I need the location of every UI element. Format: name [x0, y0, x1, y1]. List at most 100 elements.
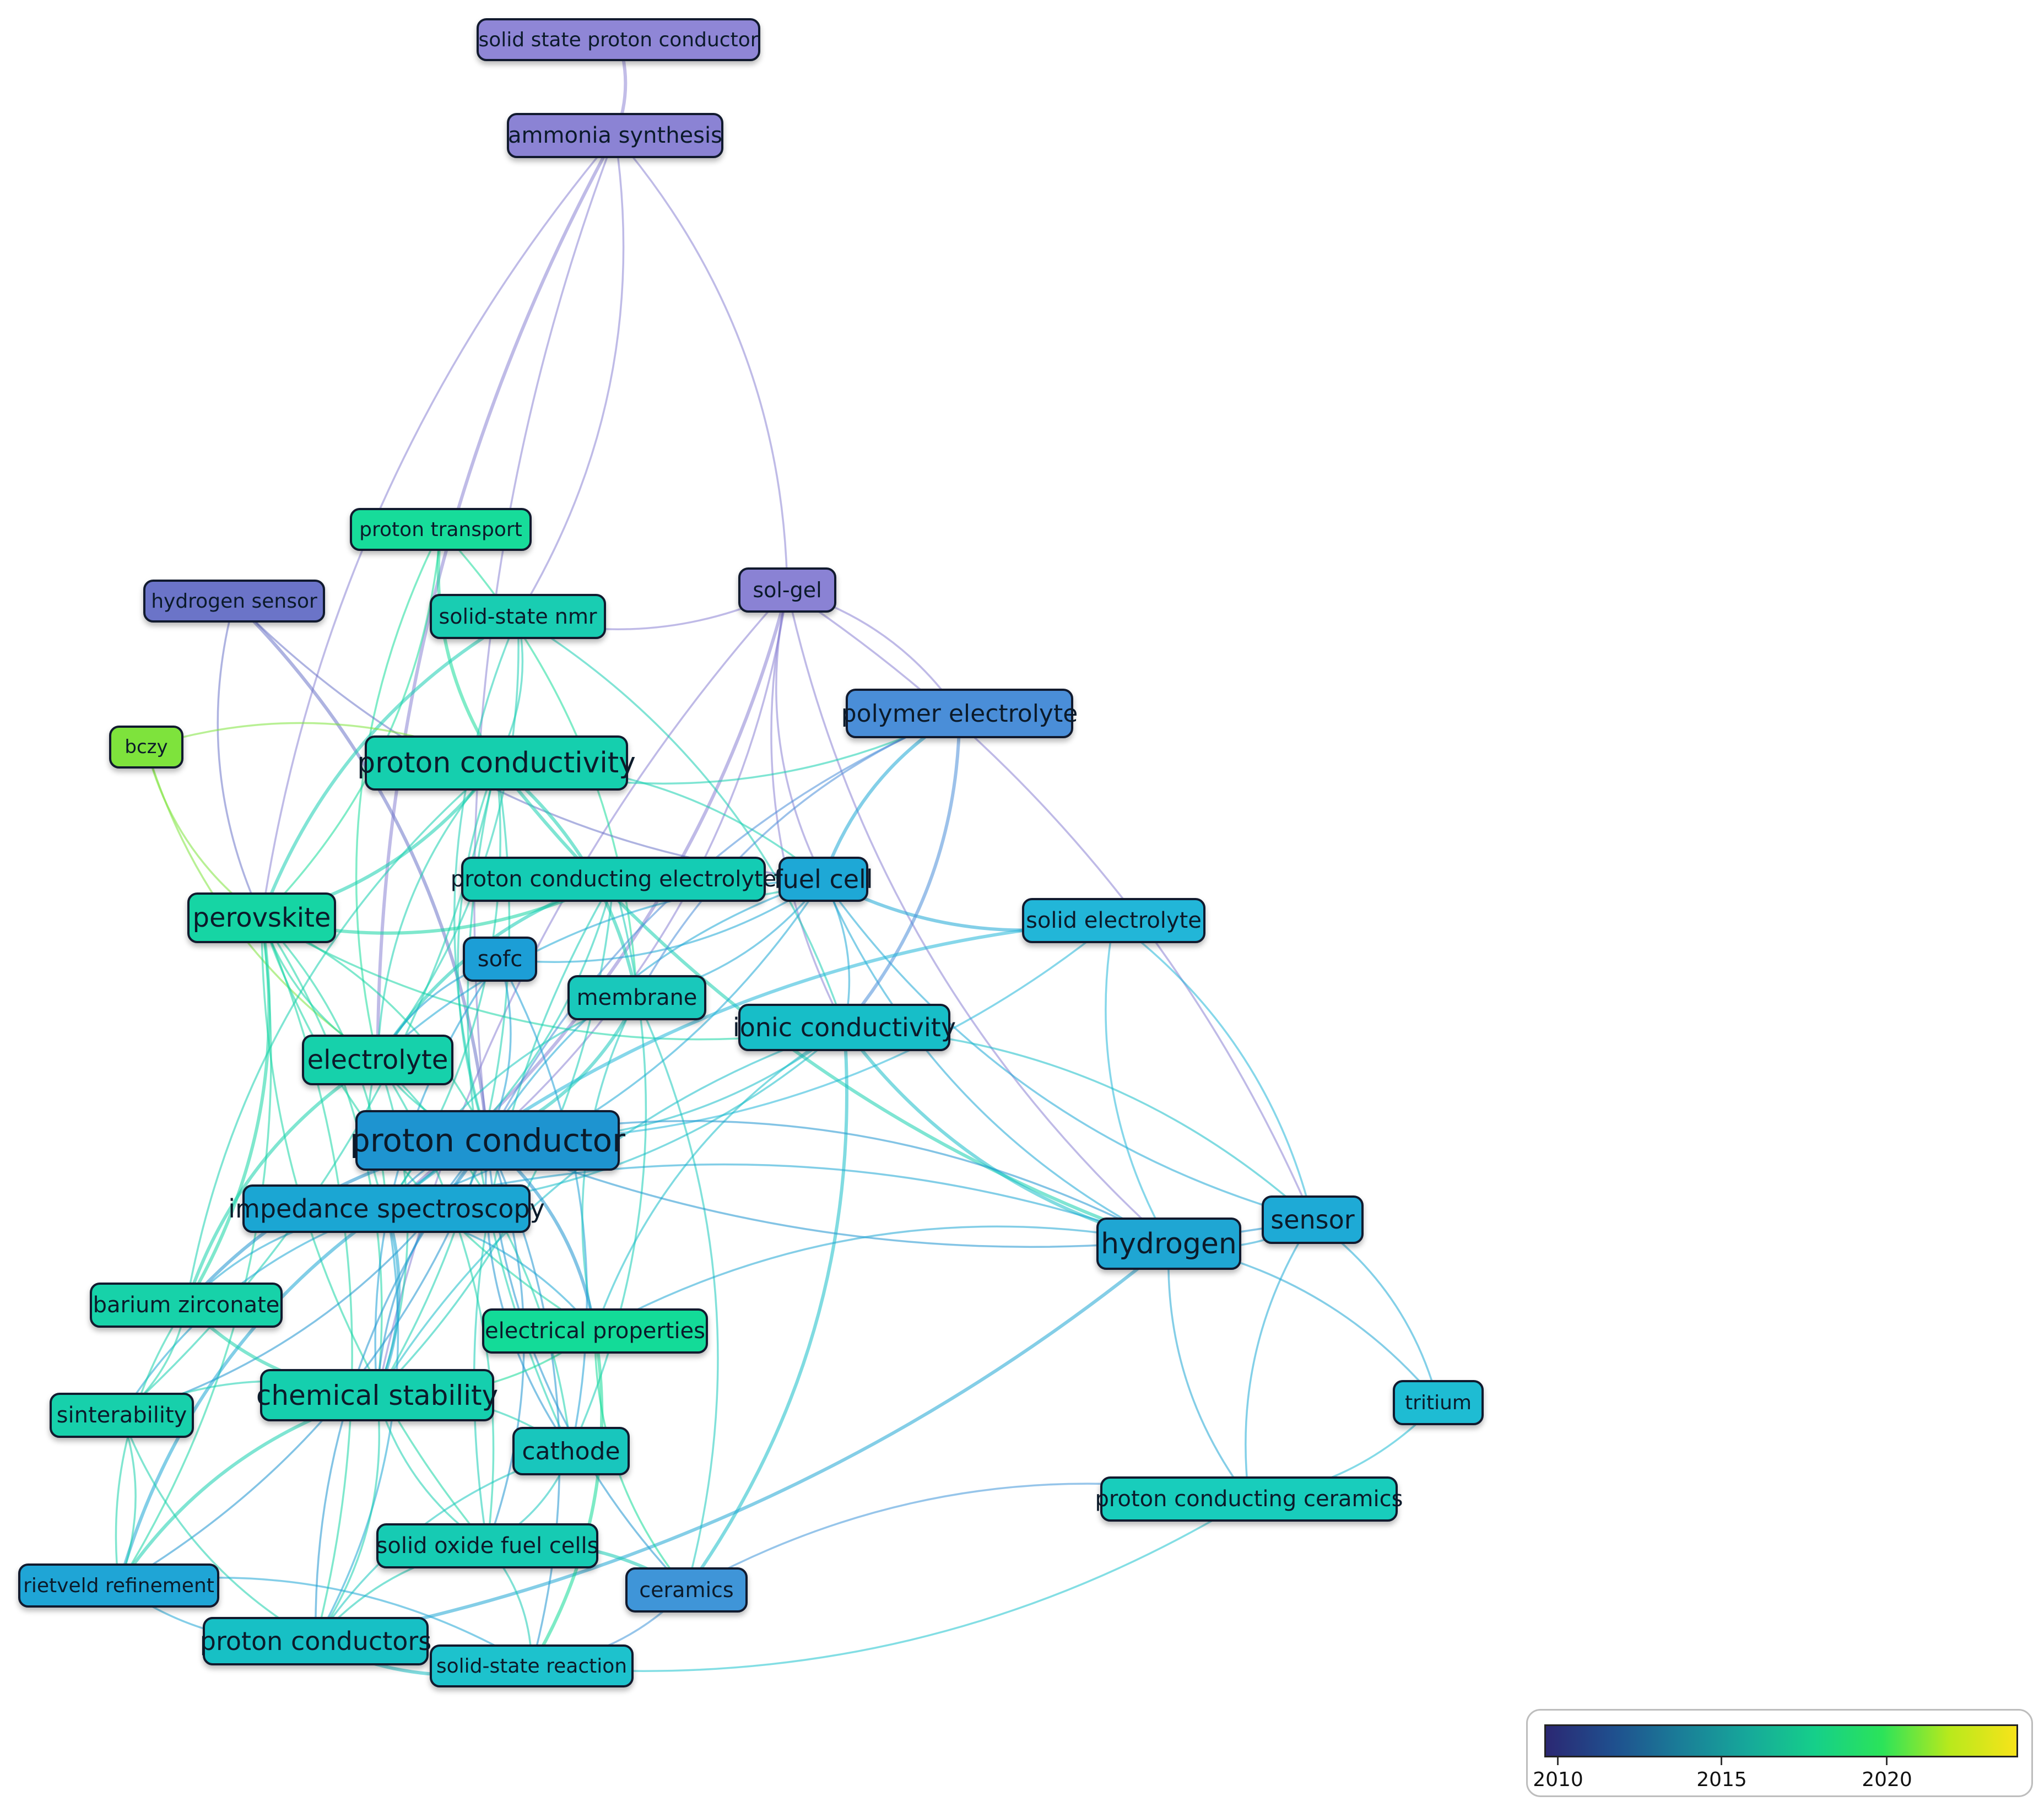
node-sofc[interactable]: sofc	[463, 937, 537, 982]
node-label: solid-state reaction	[436, 1654, 628, 1678]
edge-sol-gel--fuel-cell	[775, 589, 825, 880]
edge-hydrogen--proton-conductors	[315, 1242, 1170, 1643]
node-label: polymer electrolyte	[841, 699, 1078, 728]
legend-gradient-bar	[1544, 1724, 2018, 1757]
node-rietveld-refinement[interactable]: rietveld refinement	[18, 1563, 219, 1608]
edge-sensor--tritium	[1312, 1219, 1440, 1403]
edge-solid-electrolyte--sensor	[1113, 919, 1314, 1220]
node-label: solid electrolyte	[1026, 908, 1202, 933]
node-proton-conductivity[interactable]: proton conductivity	[357, 735, 636, 791]
node-polymer-electrolyte[interactable]: polymer electrolyte	[841, 689, 1078, 738]
node-chemical-stability[interactable]: chemical stability	[256, 1369, 498, 1421]
legend-tick-label: 2020	[1862, 1768, 1912, 1791]
node-perovskite[interactable]: perovskite	[187, 892, 336, 943]
edge-proton-conductivity--proton-conductor	[457, 762, 498, 1141]
node-label: hydrogen sensor	[151, 589, 317, 613]
node-hydrogen-sensor[interactable]: hydrogen sensor	[143, 580, 325, 623]
legend-tick	[1557, 1757, 1559, 1765]
node-label: chemical stability	[256, 1379, 499, 1411]
node-solid-state-proton-conductor[interactable]: solid state proton conductor	[477, 18, 760, 61]
node-proton-conductors[interactable]: proton conductors	[199, 1617, 432, 1665]
node-solid-oxide-fuel-cells[interactable]: solid oxide fuel cells	[376, 1523, 598, 1568]
node-barium-zirconate[interactable]: barium zirconate	[90, 1283, 283, 1328]
edge-fuel-cell--sofc	[500, 878, 824, 963]
node-membrane[interactable]: membrane	[567, 975, 706, 1020]
node-electrolyte[interactable]: electrolyte	[302, 1035, 453, 1085]
node-label: perovskite	[192, 902, 331, 933]
node-sol-gel[interactable]: sol-gel	[738, 567, 836, 613]
node-electrical-properties[interactable]: electrical properties	[482, 1308, 708, 1354]
edge-electrical-properties--solid-state-reaction	[530, 1330, 604, 1667]
node-ionic-conductivity[interactable]: ionic conductivity	[733, 1004, 956, 1051]
node-ceramics[interactable]: ceramics	[625, 1567, 748, 1613]
edge-electrolyte--barium-zirconate	[185, 1058, 379, 1306]
edge-proton-conductivity--barium-zirconate	[185, 762, 498, 1306]
edge-solid-state-nmr--perovskite	[260, 615, 519, 919]
edge-hydrogen--proton-conducting-ceramics	[1167, 1243, 1250, 1500]
node-label: solid state proton conductor	[478, 28, 759, 51]
edge-chemical-stability--proton-conductors	[315, 1395, 380, 1642]
node-label: hydrogen	[1101, 1227, 1237, 1260]
node-proton-transport[interactable]: proton transport	[350, 508, 532, 551]
node-proton-conductor[interactable]: proton conductor	[350, 1110, 625, 1171]
node-label: ammonia synthesis	[508, 123, 722, 148]
node-label: sinterability	[56, 1403, 187, 1428]
edge-perovskite--rietveld-refinement	[118, 917, 272, 1586]
node-tritium[interactable]: tritium	[1393, 1380, 1484, 1425]
node-label: tritium	[1405, 1391, 1472, 1414]
edge-impedance-spectroscopy--proton-conductors	[315, 1208, 399, 1642]
edge-solid-state-reaction--proton-conducting-ceramics	[531, 1498, 1250, 1672]
node-solid-state-reaction[interactable]: solid-state reaction	[430, 1644, 634, 1687]
legend-tick-label: 2010	[1533, 1768, 1583, 1791]
edge-hydrogen--electrical-properties	[594, 1225, 1169, 1332]
edge-ammonia-synthesis--sol-gel	[614, 134, 788, 591]
node-solid-state-nmr[interactable]: solid-state nmr	[430, 594, 606, 639]
node-label: sensor	[1270, 1205, 1355, 1235]
node-proton-conducting-electrolyte[interactable]: proton conducting electrolyte	[451, 857, 776, 902]
edge-fuel-cell--sensor	[823, 878, 1313, 1221]
edge-ammonia-synthesis--perovskite	[261, 134, 616, 918]
edge-solid-state-nmr--ionic-conductivity	[517, 615, 846, 1028]
node-bczy[interactable]: bczy	[109, 726, 183, 769]
node-hydrogen[interactable]: hydrogen	[1096, 1218, 1241, 1270]
year-color-legend: 2010 2015 2020	[1526, 1709, 2033, 1797]
edge-ionic-conductivity--ceramics	[685, 1027, 848, 1591]
node-label: cathode	[522, 1437, 620, 1465]
node-label: proton conductor	[350, 1122, 625, 1159]
node-cathode[interactable]: cathode	[512, 1427, 630, 1475]
edge-fuel-cell--hydrogen	[822, 879, 1170, 1245]
node-label: rietveld refinement	[23, 1574, 214, 1597]
edge-solid-electrolyte--hydrogen	[1105, 920, 1170, 1245]
node-label: proton conducting ceramics	[1095, 1486, 1403, 1512]
node-impedance-spectroscopy[interactable]: impedance spectroscopy	[228, 1184, 545, 1233]
edge-hydrogen-sensor--perovskite	[217, 600, 263, 918]
node-label: proton conductors	[199, 1626, 432, 1656]
edge-polymer-electrolyte--membrane	[636, 712, 960, 998]
node-ammonia-synthesis[interactable]: ammonia synthesis	[507, 113, 723, 158]
node-label: electrical properties	[484, 1318, 706, 1344]
edge-sofc--cathode	[499, 959, 588, 1452]
edge-solid-state-nmr--electrolyte	[377, 616, 520, 1061]
node-fuel-cell[interactable]: fuel cell	[774, 857, 873, 902]
node-sensor[interactable]: sensor	[1262, 1195, 1364, 1244]
edge-proton-conducting-electrolyte--cathode	[570, 879, 647, 1452]
node-label: membrane	[576, 985, 697, 1010]
edge-perovskite--proton-conductors	[261, 917, 353, 1642]
edge-perovskite--solid-oxide-fuel-cells	[261, 917, 488, 1547]
node-label: solid-state nmr	[439, 604, 597, 629]
legend-tick	[1886, 1757, 1888, 1765]
node-proton-conducting-ceramics[interactable]: proton conducting ceramics	[1095, 1476, 1403, 1522]
edge-electrolyte--cathode	[377, 1059, 572, 1452]
node-label: bczy	[125, 736, 168, 758]
node-label: electrolyte	[307, 1045, 448, 1075]
edge-membrane--ceramics	[636, 997, 719, 1590]
node-label: impedance spectroscopy	[228, 1194, 545, 1224]
node-label: proton conductivity	[357, 746, 636, 780]
edge-ammonia-synthesis--solid-state-nmr	[517, 135, 625, 617]
node-label: fuel cell	[774, 864, 873, 894]
node-label: proton conducting electrolyte	[450, 867, 777, 892]
node-sinterability[interactable]: sinterability	[50, 1393, 194, 1438]
node-label: sofc	[477, 946, 523, 972]
node-solid-electrolyte[interactable]: solid electrolyte	[1022, 898, 1205, 943]
